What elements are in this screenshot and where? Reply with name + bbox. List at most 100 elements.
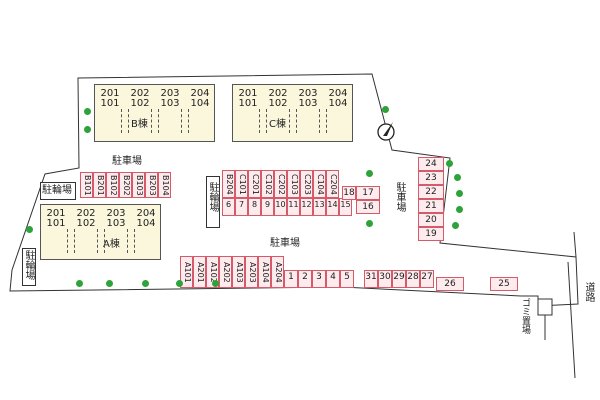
tree-icon: [142, 280, 149, 287]
bike-space-c201: C201: [248, 170, 261, 198]
tree-icon: [366, 220, 373, 227]
parking-space-4: 4: [326, 270, 340, 288]
tree-icon: [382, 106, 389, 113]
bike-space-a104: A104: [258, 256, 271, 288]
bike-area-left: [22, 248, 36, 286]
parking-space-14: 14: [326, 198, 339, 216]
doorway: [151, 109, 159, 133]
bike-space-b104: B104: [158, 172, 171, 198]
garbage-label: ゴミ置場: [520, 298, 530, 334]
doorway: [289, 109, 297, 133]
bike-space-b204: B204: [222, 170, 235, 198]
bike-space-c204: C204: [326, 170, 339, 198]
doorway: [97, 229, 105, 253]
wing-label-b: B棟: [131, 119, 148, 130]
parking-space-26: 26: [436, 277, 464, 291]
parking-space-27: 27: [420, 270, 434, 288]
parking-space-23: 23: [418, 171, 444, 185]
parking-space-22: 22: [418, 185, 444, 199]
parking-space-20: 20: [418, 213, 444, 227]
wing-label-a: A棟: [103, 239, 120, 250]
parking-space-13: 13: [313, 198, 326, 216]
road-label: 道路: [583, 282, 594, 302]
parking-label-center: 駐車場: [270, 238, 300, 249]
parking-space-6: 6: [222, 198, 235, 216]
parking-space-15: 15: [339, 198, 352, 216]
doorway: [127, 229, 135, 253]
bike-space-a204: A204: [271, 256, 284, 288]
bike-space-a101: A101: [180, 256, 193, 288]
tree-icon: [456, 206, 463, 213]
parking-space-19: 19: [418, 227, 444, 241]
doorway: [319, 109, 327, 133]
doorway: [67, 229, 75, 253]
parking-space-12: 12: [300, 198, 313, 216]
parking-space-3: 3: [312, 270, 326, 288]
parking-space-29: 29: [392, 270, 406, 288]
parking-space-5: 5: [340, 270, 354, 288]
bike-area-center: [206, 176, 220, 228]
parking-space-1: 1: [284, 270, 298, 288]
tree-icon: [84, 126, 91, 133]
parking-space-7: 7: [235, 198, 248, 216]
bike-space-c104: C104: [313, 170, 326, 198]
tree-icon: [176, 280, 183, 287]
bike-label-center: 駐輪場: [207, 182, 218, 212]
parking-space-31: 31: [364, 270, 378, 288]
parking-space-9: 9: [261, 198, 274, 216]
bike-label-west: 駐輪場: [42, 185, 72, 196]
tree-icon: [76, 280, 83, 287]
tree-icon: [26, 226, 33, 233]
parking-space-24: 24: [418, 157, 444, 171]
bike-space-b201: B201: [93, 172, 106, 198]
bike-area-west: [40, 182, 76, 200]
tree-icon: [366, 170, 373, 177]
parking-space-25: 25: [490, 277, 518, 291]
tree-icon: [106, 280, 113, 287]
doorway: [121, 109, 129, 133]
bike-space-c102: C102: [261, 170, 274, 198]
bike-space-b103: B103: [132, 172, 145, 198]
bike-space-c202: C202: [274, 170, 287, 198]
parking-space-17: 17: [356, 186, 380, 200]
bike-label-left: 駐輪場: [23, 250, 34, 280]
bike-space-a201: A201: [193, 256, 206, 288]
parking-space-8: 8: [248, 198, 261, 216]
doorway: [259, 109, 267, 133]
tree-icon: [452, 222, 459, 229]
tree-icon: [84, 108, 91, 115]
tree-icon: [446, 160, 453, 167]
north-arrow-icon: [377, 122, 395, 141]
bike-space-c101: C101: [235, 170, 248, 198]
parking-space-11: 11: [287, 198, 300, 216]
doorway: [181, 109, 189, 133]
tree-icon: [456, 190, 463, 197]
bike-space-b202: B202: [119, 172, 132, 198]
bike-space-a202: A202: [219, 256, 232, 288]
parking-space-21: 21: [418, 199, 444, 213]
parking-space-30: 30: [378, 270, 392, 288]
bike-space-a103: A103: [232, 256, 245, 288]
bike-space-b203: B203: [145, 172, 158, 198]
parking-space-16: 16: [356, 200, 380, 214]
bike-space-c103: C103: [287, 170, 300, 198]
parking-space-28: 28: [406, 270, 420, 288]
tree-icon: [212, 280, 219, 287]
parking-label-north: 駐車場: [112, 156, 142, 167]
parking-space-10: 10: [274, 198, 287, 216]
tree-icon: [454, 174, 461, 181]
